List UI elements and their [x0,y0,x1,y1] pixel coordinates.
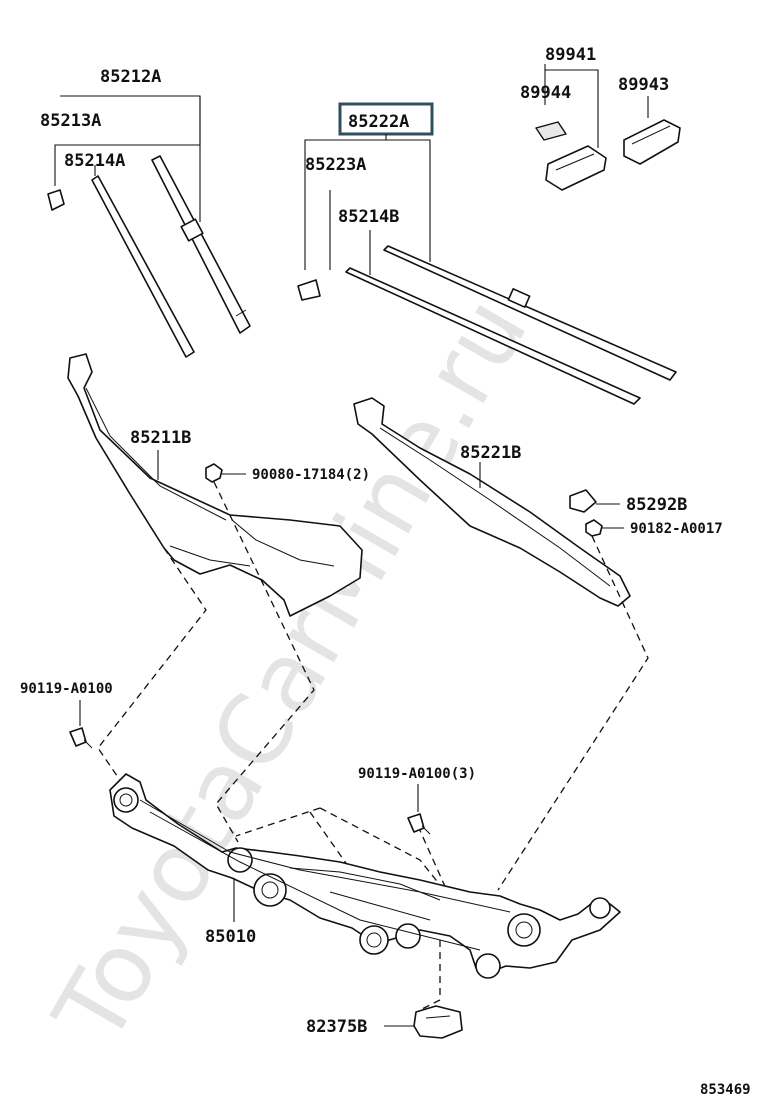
label-85222A[interactable]: 85222A [348,112,409,132]
label-85292B: 85292B [626,495,687,515]
label-85221B: 85221B [460,443,521,463]
left-arm-85211B[interactable] [67,353,363,617]
label-90182-A0017: 90182-A0017 [630,521,723,537]
blade-85212A[interactable] [151,155,251,334]
sensor-89941[interactable] [545,145,607,191]
sensor-cover-89943[interactable] [623,119,681,165]
label-85214B: 85214B [338,207,399,227]
label-82375B: 82375B [306,1017,367,1037]
connector-82375B[interactable] [413,1005,463,1039]
blade-85222A[interactable] [383,245,677,381]
right-blade-group [297,245,677,405]
label-85214A: 85214A [64,151,125,171]
label-85223A: 85223A [305,155,366,175]
bolt-90119-A0100-right[interactable] [407,813,425,833]
nut-90080-17184[interactable] [205,463,223,483]
right-arm-85221B[interactable] [353,397,631,607]
label-89941: 89941 [545,45,596,65]
label-89944: 89944 [520,83,571,103]
label-85010: 85010 [205,927,256,947]
label-90119-A0100: 90119-A0100 [20,681,113,697]
clip-85213A[interactable] [47,189,65,211]
bolt-90119-A0100-left[interactable] [69,727,87,747]
label-90119-A0100-3: 90119-A0100(3) [358,766,476,782]
sensor-pad-89944[interactable] [535,121,567,141]
label-85211B: 85211B [130,428,191,448]
label-85212A: 85212A [100,67,161,87]
label-85213A: 85213A [40,111,101,131]
refill-85214A[interactable] [91,175,195,358]
cap-85292B[interactable] [569,489,597,513]
motor-linkage-85010[interactable] [109,773,621,979]
left-blade-group [47,155,251,358]
clip-85223A[interactable] [297,279,321,301]
refill-85214B[interactable] [345,267,641,405]
label-90080-17184: 90080-17184(2) [252,467,370,483]
diagram-id: 853469 [700,1082,751,1098]
label-89943: 89943 [618,75,669,95]
nut-90182-A0017[interactable] [585,519,603,537]
